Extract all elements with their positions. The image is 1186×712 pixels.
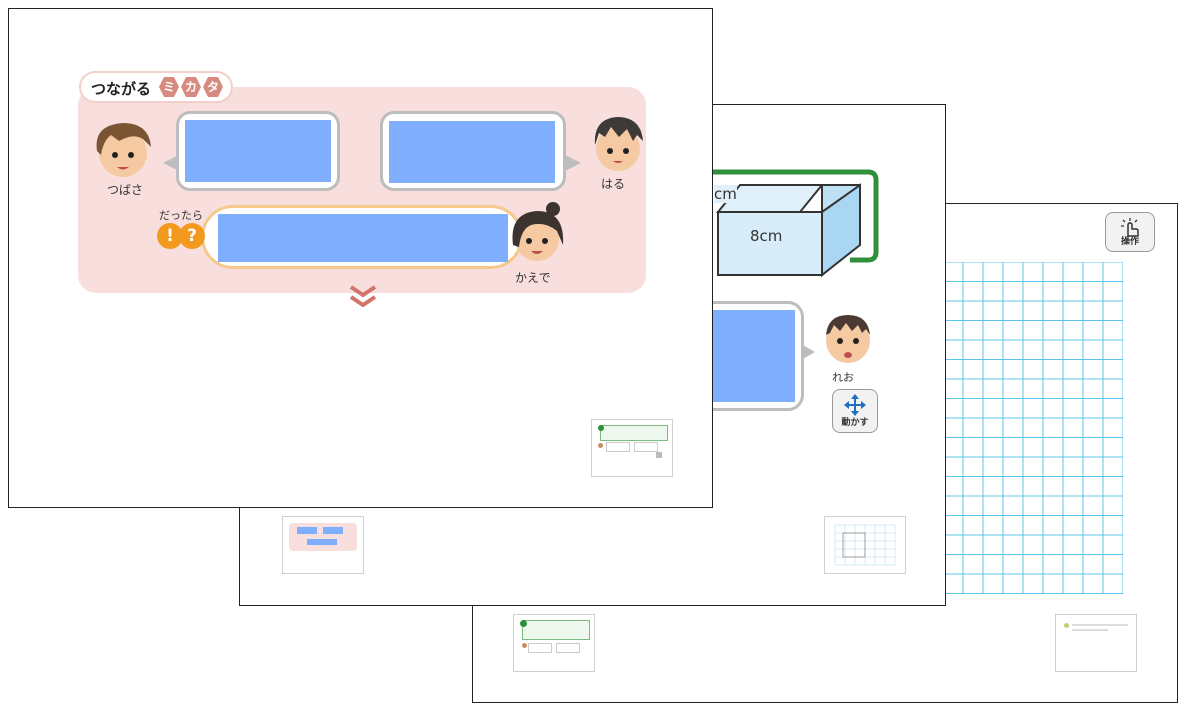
speech-bubble-tsubasa (176, 111, 340, 191)
thumbnail-back-right[interactable] (1055, 614, 1137, 672)
character-name-tsubasa: つばさ (107, 183, 144, 197)
thumbnail-middle-left[interactable] (282, 516, 364, 574)
dimension-short-label: cm (714, 185, 737, 203)
answer-box-haru[interactable] (389, 121, 555, 183)
character-name-haru: はる (601, 177, 626, 191)
speech-bubble-kaede (201, 205, 523, 269)
move-button-label: 動かす (841, 418, 869, 428)
character-name-kaede: かえで (515, 271, 551, 285)
tap-hand-icon (1121, 218, 1139, 237)
move-arrows-icon (844, 394, 866, 416)
speech-bubble-haru (380, 111, 566, 191)
front-slide[interactable]: つながる ミ カ タ だったら ! ? つばさ はる (8, 8, 713, 508)
double-chevron-down-icon (349, 285, 377, 308)
move-button[interactable]: 動かす (832, 389, 878, 433)
avatar-haru (594, 117, 643, 171)
thumbnail-middle-right[interactable] (824, 516, 906, 574)
avatar-tsubasa (96, 123, 151, 177)
answer-box-kaede[interactable] (218, 214, 508, 262)
exclaim-note: だったら (159, 209, 203, 222)
operate-button-label: 操作 (1120, 237, 1139, 247)
heading-char-mi: ミ (159, 77, 179, 97)
avatar-kaede (512, 202, 564, 261)
question-mark: ? (179, 223, 205, 249)
character-name-reo: れお (832, 371, 854, 384)
heading-char-ka: カ (181, 77, 201, 97)
avatar-reo (826, 315, 870, 363)
exclaim-mark: ! (157, 223, 183, 249)
heading-char-ta: タ (203, 77, 223, 97)
grid-paper (943, 262, 1123, 594)
heading-text: つながる (91, 80, 152, 98)
heading-pill: つながる ミ カ タ (81, 73, 231, 101)
answer-box-tsubasa[interactable] (185, 120, 331, 182)
exclaim-badge: ! ? (157, 223, 205, 249)
dimension-8cm-label: 8cm (750, 227, 783, 245)
operate-button[interactable]: 操作 (1105, 212, 1155, 252)
thumbnail-front[interactable] (591, 419, 673, 477)
thumbnail-back-left[interactable] (513, 614, 595, 672)
rectangular-prism-figure (710, 169, 879, 278)
